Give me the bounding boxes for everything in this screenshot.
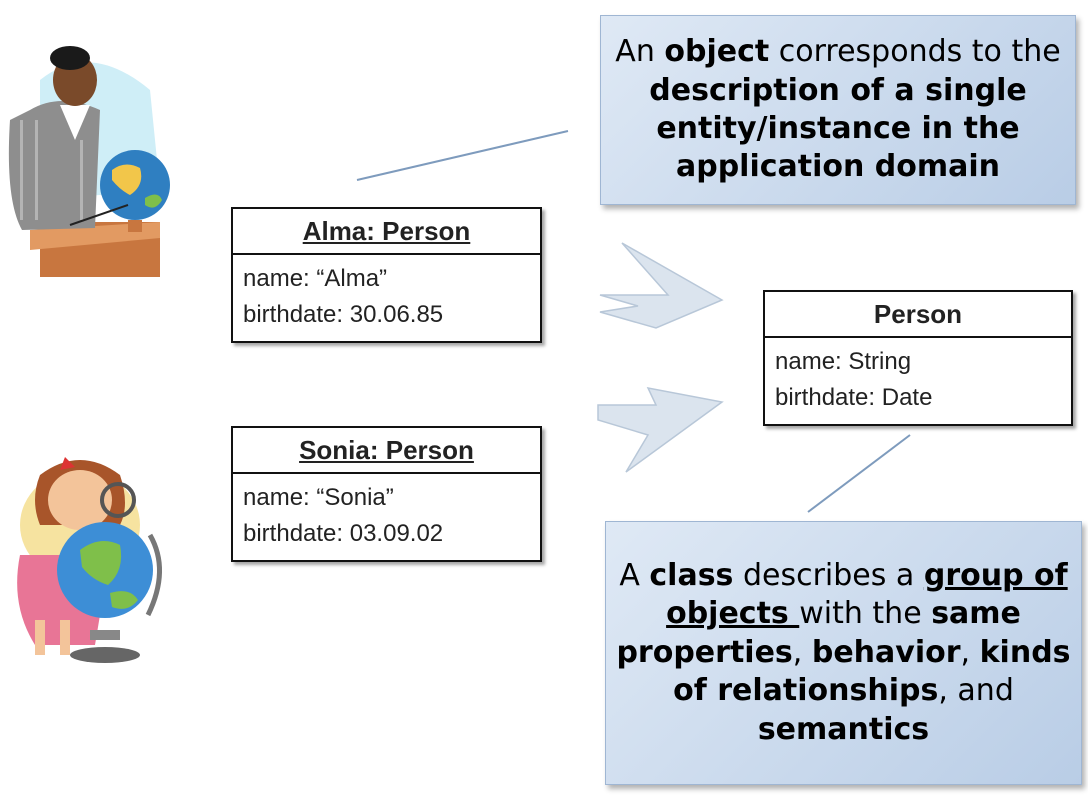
object-attributes: name: “Sonia” birthdate: 03.09.02 xyxy=(233,474,540,558)
attribute-birthdate: birthdate: 30.06.85 xyxy=(243,301,444,328)
object-title: Alma: Person xyxy=(233,209,540,255)
attribute-name: name: “Alma” xyxy=(243,265,388,292)
object-definition-callout: An object corresponds to the description… xyxy=(600,15,1076,205)
object-definition-text: An object corresponds to the description… xyxy=(615,34,1061,185)
attribute-birthdate: birthdate: 03.09.02 xyxy=(243,520,444,547)
object-box-alma: Alma: Person name: “Alma” birthdate: 30.… xyxy=(231,207,542,343)
attribute-name: name: String xyxy=(775,348,912,375)
class-callout-connector xyxy=(807,434,911,513)
class-box-person: Person name: String birthdate: Date xyxy=(763,290,1073,426)
object-title: Sonia: Person xyxy=(233,428,540,474)
class-title: Person xyxy=(765,292,1071,338)
attribute-birthdate: birthdate: Date xyxy=(775,384,933,411)
teacher-clipart xyxy=(8,46,170,277)
girl-with-globe-clipart xyxy=(17,457,162,663)
class-attributes: name: String birthdate: Date xyxy=(765,338,1071,422)
attribute-name: name: “Sonia” xyxy=(243,484,394,511)
class-definition-callout: A class describes a group of objects wit… xyxy=(605,521,1082,785)
object-attributes: name: “Alma” birthdate: 30.06.85 xyxy=(233,255,540,339)
object-box-sonia: Sonia: Person name: “Sonia” birthdate: 0… xyxy=(231,426,542,562)
class-definition-text: A class describes a group of objects wit… xyxy=(616,558,1071,747)
object-callout-connector xyxy=(356,130,569,181)
arrow-sonia-to-class xyxy=(597,386,724,473)
arrow-alma-to-class xyxy=(599,242,724,329)
